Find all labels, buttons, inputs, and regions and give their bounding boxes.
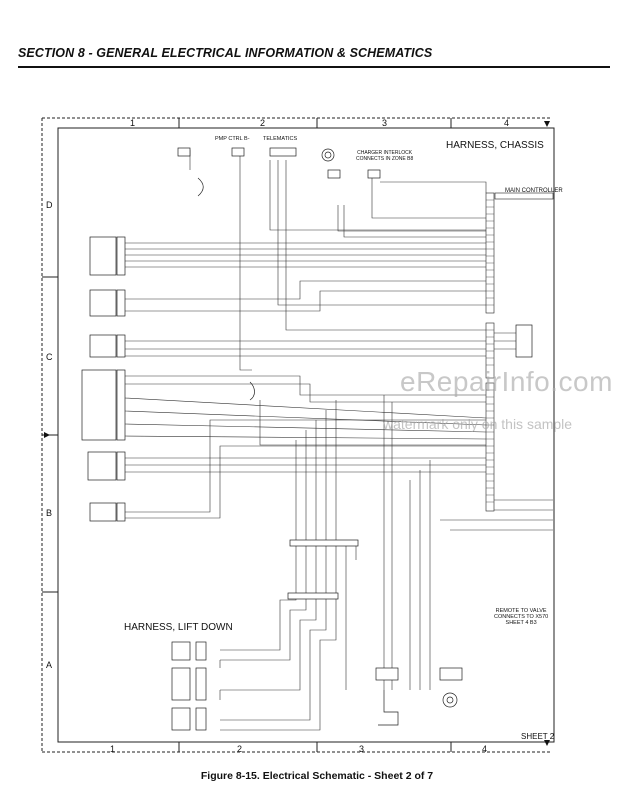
row-label-d: D [46,200,53,210]
harness-lift-down-label: HARNESS, LIFT DOWN [124,622,233,633]
column-label-1: 1 [130,118,136,128]
watermark-subtext: watermark only on this sample [383,416,573,432]
column-label-3-bottom: 3 [359,744,365,754]
sheet-label: SHEET 2 [521,732,555,741]
charger-interlock-label: CHARGER INTERLOCK CONNECTS IN ZONE B8 [356,150,414,162]
row-label-c: C [46,352,53,362]
header-rule [18,66,610,68]
figure-caption: Figure 8-15. Electrical Schematic - Shee… [200,770,434,782]
watermark-text: eRepairInfo.com [400,366,613,397]
harness-chassis-label: HARNESS, CHASSIS [446,140,544,151]
column-label-2: 2 [260,118,266,128]
row-label-b: B [46,508,53,518]
telematics-label: TELEMATICS [263,136,298,142]
section-title: SECTION 8 - GENERAL ELECTRICAL INFORMATI… [18,46,433,60]
column-label-2-bottom: 2 [237,744,243,754]
main-controller-label: MAIN CONTROLLER [505,188,563,194]
column-label-4-bottom: 4 [482,744,488,754]
row-label-a: A [46,660,53,670]
remote-valve-label: REMOTE TO VALVE CONNECTS TO X570 SHEET 4… [494,608,549,626]
column-label-1-bottom: 1 [110,744,116,754]
pmp-ctrl-label: PMP CTRL B- [215,136,250,142]
column-label-4: 4 [504,118,510,128]
column-label-3: 3 [382,118,388,128]
